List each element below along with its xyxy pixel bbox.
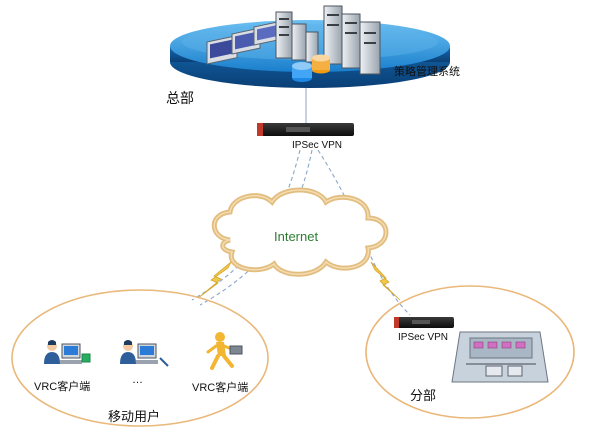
server-rack-icon [275,5,381,75]
internet-label: Internet [274,229,319,244]
branch-office-icon [451,331,549,383]
vrc-client-label: VRC客户端 [34,381,91,393]
mobile-user-icon [206,332,243,370]
mobile-users-zone [11,289,269,427]
branch-zone [365,285,575,419]
user-computer-icon [44,340,91,364]
mobile-users-label: 移动用户 [108,409,161,424]
vrc-client-label: VRC客户端 [192,382,249,394]
monitor-icon [206,20,281,65]
user-computer-icon [120,340,169,367]
hq-vpn-label: IPSec VPN [292,140,343,151]
internet-cloud [211,187,389,277]
database-icon [292,54,330,82]
ellipsis-label: … [132,374,143,386]
hq-label: 总部 [166,90,194,106]
branch-label: 分部 [410,388,437,403]
branch-vpn-label: IPSec VPN [398,332,449,343]
lightning-icon [197,261,401,301]
branch-vpn-device [394,317,454,328]
hq-vpn-device [257,123,354,136]
policy-system-label: 策略管理系统 [394,66,460,78]
